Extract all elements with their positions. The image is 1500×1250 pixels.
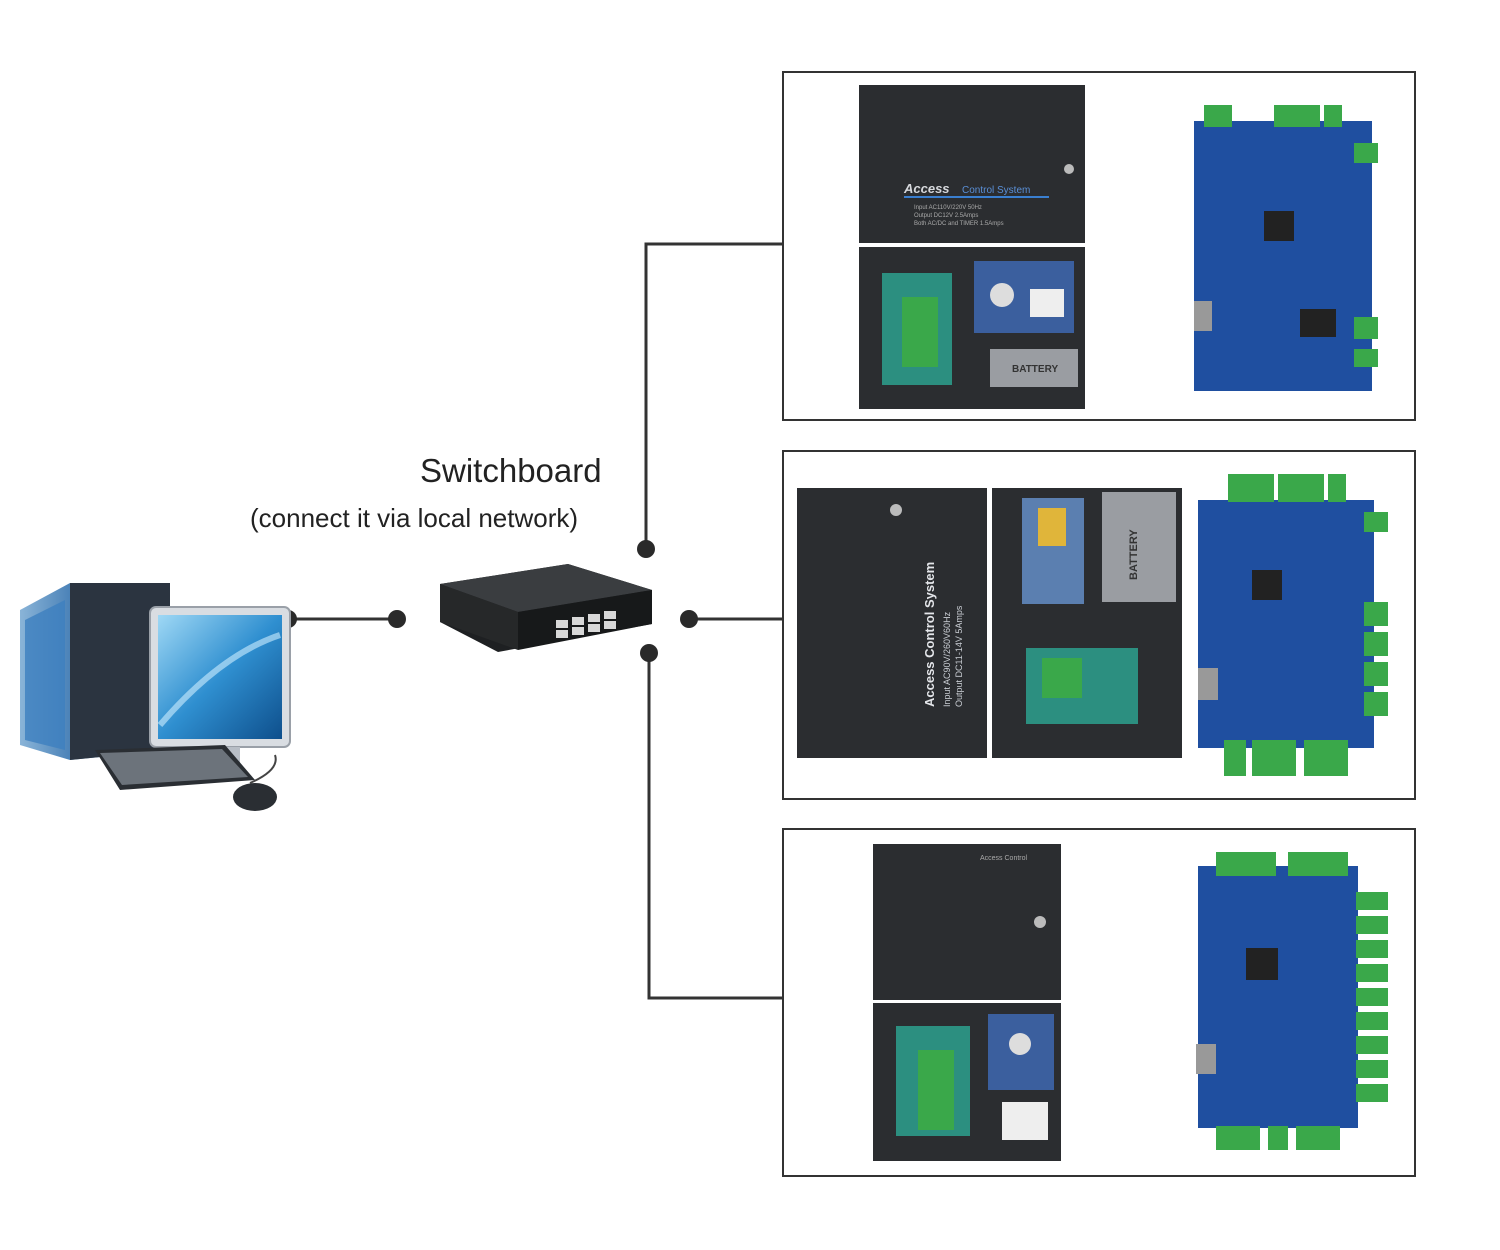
access-cabinet-3: Access Control <box>873 844 1388 1161</box>
cabinet-spec-line: Output DC11-14V 5Amps <box>954 605 964 707</box>
controller-panel-3: Access Control <box>782 828 1416 1177</box>
controller-panel-1: Access Control System Input AC110V/220V … <box>782 71 1416 421</box>
cabinet-product: Control System <box>962 185 1030 196</box>
cabinet-product: Access Control <box>980 855 1028 862</box>
connector-dot <box>680 610 698 628</box>
switchboard-subtitle: (connect it via local network) <box>250 503 579 533</box>
cabinet-spec-line: Both AC/DC and TIMER 1.5Amps <box>914 221 1004 227</box>
cabinet-spec-line: Output DC12V 2.5Amps <box>914 213 978 219</box>
switchboard-title: Switchboard <box>420 452 602 489</box>
wire-switch-to-controller-3 <box>647 653 785 1000</box>
controller-panel-2: Access Control System Input AC90V/260V60… <box>782 450 1416 800</box>
connector-dot <box>637 540 655 558</box>
computer-icon <box>20 583 291 811</box>
cabinet-spec-line: Input AC90V/260V60Hz <box>942 611 952 707</box>
battery-label: BATTERY <box>1128 529 1140 580</box>
connector-dot <box>640 644 658 662</box>
access-cabinet-1: Access Control System Input AC110V/220V … <box>859 85 1378 409</box>
cabinet-spec-line: Input AC110V/220V 50Hz <box>914 205 982 211</box>
wire-switch-to-controller-1 <box>644 242 785 549</box>
access-cabinet-2: Access Control System Input AC90V/260V60… <box>797 474 1388 776</box>
cabinet-product: Access Control System <box>922 562 937 707</box>
network-switch-icon <box>440 564 652 652</box>
cabinet-brand: Access <box>903 181 950 196</box>
battery-label: BATTERY <box>1012 364 1058 375</box>
connector-dot <box>388 610 406 628</box>
